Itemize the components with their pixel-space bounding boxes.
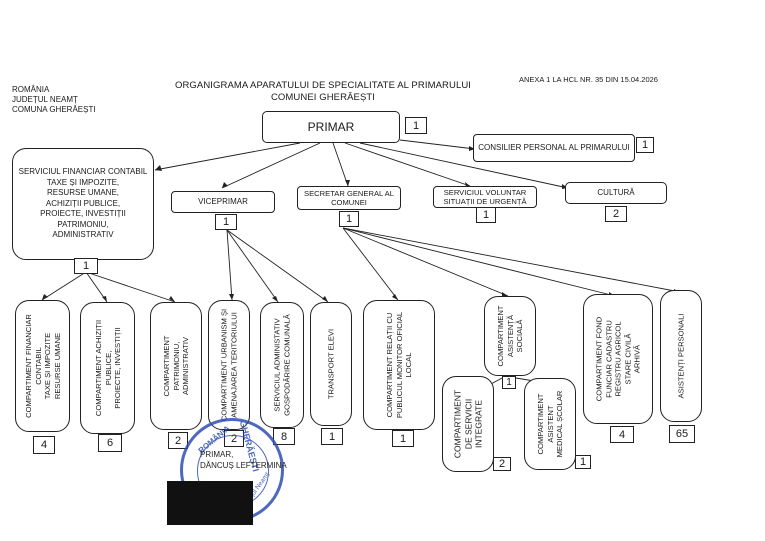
- page-title: ORGANIGRAMA APARATULUI DE SPECIALITATE A…: [170, 80, 476, 104]
- commune-label: COMUNA GHERĂEȘTI: [12, 105, 96, 114]
- compartment-servicii-integrate-count: 2: [493, 457, 511, 471]
- redacted-signature-block: [167, 481, 253, 525]
- title-line-2: COMUNEI GHERĂEȘTI: [270, 92, 376, 103]
- compartment-medical-scolar-label: COMPARTIMENT ASISTENT MEDICAL ȘCOLAR: [535, 390, 564, 458]
- compartment-urbanism: COMPARTIMENT URBANISM ȘI AMENAJAREA TERI…: [208, 300, 250, 430]
- cultura-box: CULTURĂ: [565, 182, 667, 204]
- annex-label: ANEXA 1 LA HCL NR. 35 DIN 15.04.2026: [519, 75, 658, 84]
- compartment-transport-label: TRANSPORT ELEVI: [326, 328, 336, 400]
- compartment-fond-funciar-label: COMPARTIMENT FOND FUNCIAR CADASTRU REGIS…: [594, 316, 642, 402]
- voluntar-label: SERVICIUL VOLUNTAR SITUAȚII DE URGENȚĂ: [443, 188, 527, 206]
- viceprimar-box: VICEPRIMAR: [171, 191, 275, 213]
- secretar-count: 1: [339, 211, 359, 227]
- serviciu-financiar-label: SERVICIUL FINANCIAR CONTABIL TAXE ȘI IMP…: [18, 167, 148, 240]
- consilier-box: CONSILIER PERSONAL AL PRIMARULUI: [473, 134, 635, 162]
- compartment-asistenta-sociala-label: COMPARTIMENT ASISTENȚĂ SOCIALĂ: [495, 305, 524, 367]
- compartment-achizitii: COMPARTIMENT ACHIZIȚII PUBLICE, PROIECTE…: [80, 302, 135, 434]
- compartment-relatii-publicul: COMPARTIMENT RELAȚII CU PUBLICUL MONITOR…: [363, 300, 435, 430]
- compartment-fond-funciar: COMPARTIMENT FOND FUNCIAR CADASTRU REGIS…: [583, 294, 653, 424]
- compartment-patrimoniu-count: 2: [168, 432, 188, 449]
- compartment-patrimoniu-label: COMPARTIMENT PATRIMONIU, ADMINISTRATIV: [161, 335, 190, 397]
- county-label: JUDEȚUL NEAMȚ: [12, 95, 78, 104]
- voluntar-count: 1: [476, 207, 496, 223]
- secretar-box: SECRETAR GENERAL AL COMUNEI: [297, 186, 401, 210]
- compartment-gospodarire: SERVICIUL ADMINISTATIV GOSPODĂRIRE COMUN…: [260, 302, 304, 428]
- compartment-gospodarire-label: SERVICIUL ADMINISTATIV GOSPODĂRIRE COMUN…: [272, 314, 292, 416]
- compartment-asistenta-sociala-count: 1: [502, 376, 516, 389]
- compartment-financiar: COMPARTIMENT FINANCIAR CONTABIL TAXE ȘI …: [15, 300, 70, 432]
- primar-count: 1: [405, 117, 427, 134]
- serviciu-financiar-box: SERVICIUL FINANCIAR CONTABIL TAXE ȘI IMP…: [12, 148, 154, 260]
- compartment-transport-count: 1: [321, 428, 343, 445]
- primar-label: PRIMAR: [307, 120, 355, 134]
- cultura-count: 2: [605, 206, 627, 222]
- signature-role: PRIMAR,: [200, 450, 234, 459]
- compartment-financiar-label: COMPARTIMENT FINANCIAR CONTABIL TAXE ȘI …: [23, 314, 62, 418]
- viceprimar-count: 1: [215, 214, 237, 230]
- signature-name: DĂNCUȘ LEFTERMINA: [200, 461, 287, 470]
- title-line-1: ORGANIGRAMA APARATULUI DE SPECIALITATE A…: [174, 80, 472, 91]
- country-label: ROMÂNIA: [12, 85, 50, 94]
- compartment-asistenti-personali-label: ASISTENȚI PERSONALI: [676, 313, 686, 399]
- header-left: ROMÂNIA JUDEȚUL NEAMȚ COMUNA GHERĂEȘTI: [12, 85, 96, 115]
- compartment-asistenta-sociala: COMPARTIMENT ASISTENȚĂ SOCIALĂ: [484, 296, 536, 376]
- viceprimar-label: VICEPRIMAR: [198, 197, 248, 206]
- secretar-label: SECRETAR GENERAL AL COMUNEI: [304, 189, 394, 207]
- compartment-relatii-publicul-count: 1: [392, 430, 414, 447]
- primar-box: PRIMAR: [262, 111, 400, 143]
- compartment-patrimoniu: COMPARTIMENT PATRIMONIU, ADMINISTRATIV: [150, 302, 202, 430]
- compartment-servicii-integrate-label: COMPARTIMENT DE SERVICII INTEGRATE: [452, 389, 484, 459]
- compartment-gospodarire-count: 8: [273, 428, 295, 445]
- consilier-count: 1: [636, 137, 654, 153]
- compartment-financiar-count: 4: [33, 436, 55, 454]
- compartment-transport: TRANSPORT ELEVI: [310, 302, 352, 426]
- compartment-urbanism-label: COMPARTIMENT URBANISM ȘI AMENAJAREA TERI…: [219, 308, 239, 422]
- cultura-label: CULTURĂ: [597, 188, 635, 197]
- compartment-achizitii-label: COMPARTIMENT ACHIZIȚII PUBLICE, PROIECTE…: [93, 319, 122, 417]
- compartment-medical-scolar: COMPARTIMENT ASISTENT MEDICAL ȘCOLAR: [524, 378, 576, 470]
- compartment-asistenti-personali: ASISTENȚI PERSONALI: [660, 290, 702, 422]
- compartment-relatii-publicul-label: COMPARTIMENT RELAȚII CU PUBLICUL MONITOR…: [384, 311, 413, 419]
- compartment-achizitii-count: 6: [98, 434, 122, 452]
- compartment-asistenti-personali-count: 65: [669, 425, 695, 443]
- consilier-label: CONSILIER PERSONAL AL PRIMARULUI: [478, 143, 630, 152]
- voluntar-box: SERVICIUL VOLUNTAR SITUAȚII DE URGENȚĂ: [433, 186, 537, 208]
- compartment-fond-funciar-count: 4: [610, 426, 634, 443]
- serviciu-financiar-count: 1: [74, 258, 98, 274]
- compartment-servicii-integrate: COMPARTIMENT DE SERVICII INTEGRATE: [442, 376, 494, 472]
- compartment-medical-scolar-count: 1: [575, 455, 591, 469]
